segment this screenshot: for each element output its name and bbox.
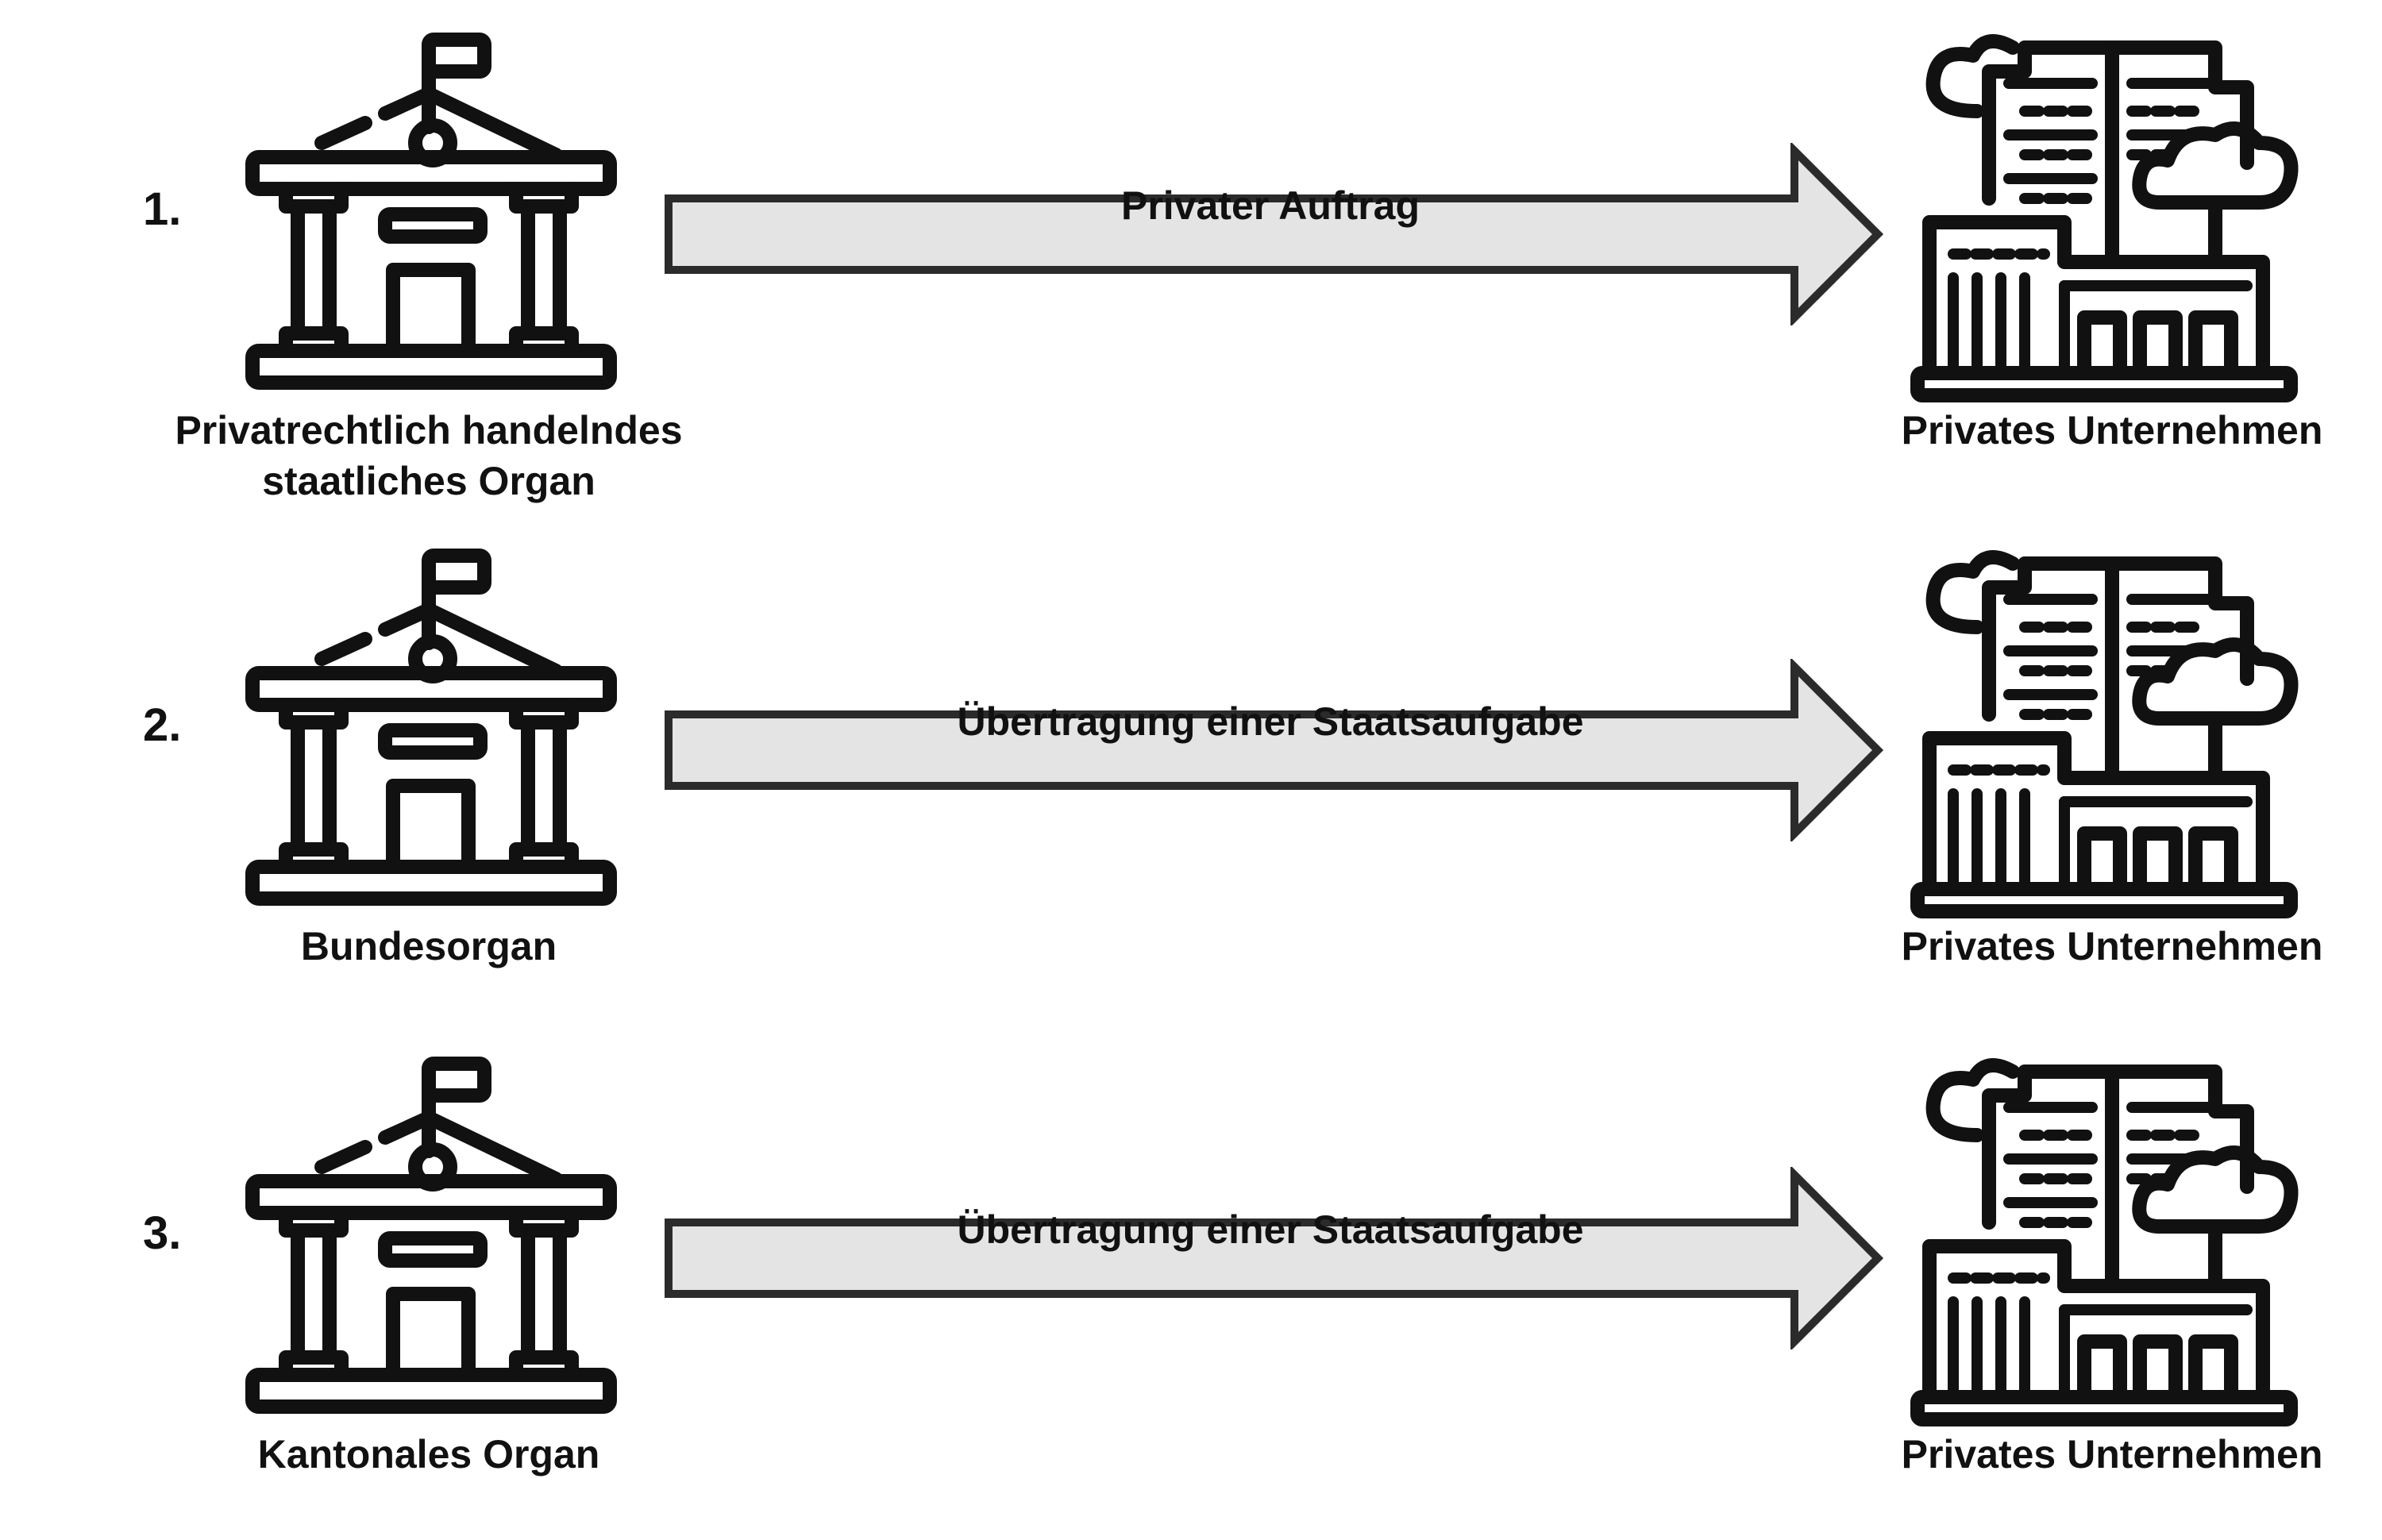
office-building-icon <box>1906 540 2318 921</box>
arrow <box>665 1167 1884 1349</box>
source-label: Bundesorgan <box>127 921 730 972</box>
source-label: Kantonales Organ <box>127 1429 730 1480</box>
arrow-label: Übertragung einer Staatsaufgabe <box>957 1207 1584 1252</box>
arrow <box>665 659 1884 841</box>
source-label-line: Bundesorgan <box>300 924 557 968</box>
step-number: 2. <box>143 699 182 751</box>
source-label: Privatrechtlich handelndes staatliches O… <box>127 405 730 506</box>
government-building-icon <box>238 1048 619 1429</box>
government-building-icon <box>238 24 619 405</box>
row-3: 3. Übertragung einer Staatsaufgabe Kanto… <box>0 1048 2382 1540</box>
target-label: Privates Unternehmen <box>1901 1432 2323 1476</box>
target-label: Privates Unternehmen <box>1901 408 2323 452</box>
government-building-icon <box>238 540 619 921</box>
source-label-line: Privatrechtlich handelndes <box>175 408 683 452</box>
arrow-label: Übertragung einer Staatsaufgabe <box>957 699 1584 744</box>
step-number: 1. <box>143 183 182 235</box>
row-2: 2. Übertragung einer Staatsaufgabe Bunde… <box>0 540 2382 1032</box>
office-building-icon <box>1906 24 2318 405</box>
arrow <box>665 143 1884 325</box>
office-building-icon <box>1906 1048 2318 1429</box>
row-1: 1. Privater Auftrag Privatrechtlich hand… <box>0 24 2382 516</box>
source-label-line: Kantonales Organ <box>257 1432 600 1476</box>
arrow-label: Privater Auftrag <box>1120 183 1420 228</box>
target-label: Privates Unternehmen <box>1901 924 2323 968</box>
step-number: 3. <box>143 1207 182 1259</box>
source-label-line: staatliches Organ <box>262 459 596 503</box>
